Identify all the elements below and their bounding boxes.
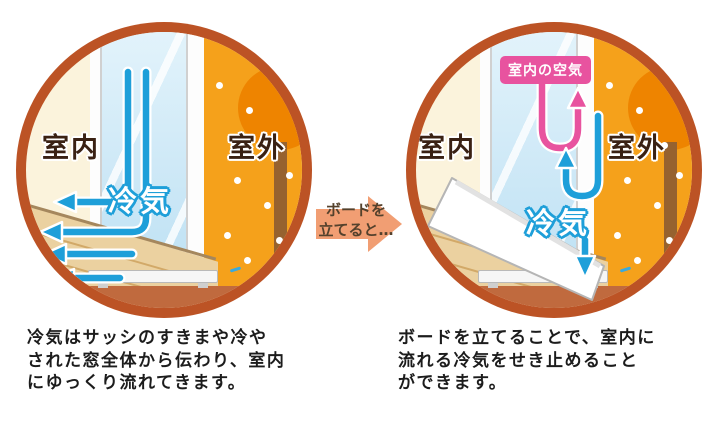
transition-line-1: ボードを	[325, 201, 386, 219]
outdoor-label: 室外	[608, 133, 666, 164]
sill-foot	[98, 283, 108, 288]
indoor-label: 室内	[418, 133, 476, 164]
caption-line: 流れる冷気をせき止めること	[398, 350, 639, 371]
caption-line: された窓全体から伝わり、室内	[27, 350, 286, 371]
cold-air-flow-arrows	[38, 66, 152, 289]
transition-arrow-label: ボードを 立てると…	[312, 200, 400, 240]
right-illustration-circle: 室内の空気 室内 室外 冷気	[406, 22, 702, 318]
sill-foot	[488, 283, 498, 288]
transition-arrow-head	[368, 196, 402, 252]
indoor-air-badge: 室内の空気	[500, 56, 591, 84]
left-illustration-circle: 室内 室外 冷気	[16, 22, 312, 318]
transition-arrow-body	[316, 209, 368, 239]
board-and-air-arrows	[427, 78, 605, 301]
transition-line-2: 立てると…	[318, 221, 394, 239]
window-frame-right	[186, 32, 204, 270]
window-frame-left	[90, 32, 102, 270]
right-scene: 室内の空気 室内 室外 冷気	[416, 32, 692, 308]
left-scene: 室内 室外 冷気	[26, 32, 302, 308]
caption-line: にゆっくり流れてきます。	[27, 373, 247, 393]
tree-icon	[238, 66, 302, 150]
insulation-board	[427, 177, 605, 301]
ground-band	[416, 286, 692, 308]
caption-right: ボードを立てることで、室内に 流れる冷気をせき止めること ができます。	[398, 327, 718, 395]
caption-line: 冷気はサッシのすきまや冷や	[27, 328, 268, 348]
caption-left: 冷気はサッシのすきまや冷や された窓全体から伝わり、室内 にゆっくり流れてきます…	[27, 327, 347, 395]
sill-foot	[198, 283, 208, 288]
cold-air-label: 冷気	[108, 184, 173, 218]
tree-trunk	[664, 142, 677, 286]
caption-line: ができます。	[398, 373, 508, 393]
cold-air-label: 冷気	[526, 206, 591, 240]
snow-dots	[606, 82, 613, 89]
indoor-label: 室内	[42, 133, 100, 164]
tree-trunk	[274, 142, 287, 286]
caption-line: ボードを立てることで、室内に	[398, 328, 656, 348]
transition-arrow	[316, 196, 402, 252]
tree-icon	[628, 66, 692, 150]
snow-dots	[216, 82, 223, 89]
ground-band	[26, 286, 302, 308]
outdoor-label: 室外	[228, 133, 286, 164]
